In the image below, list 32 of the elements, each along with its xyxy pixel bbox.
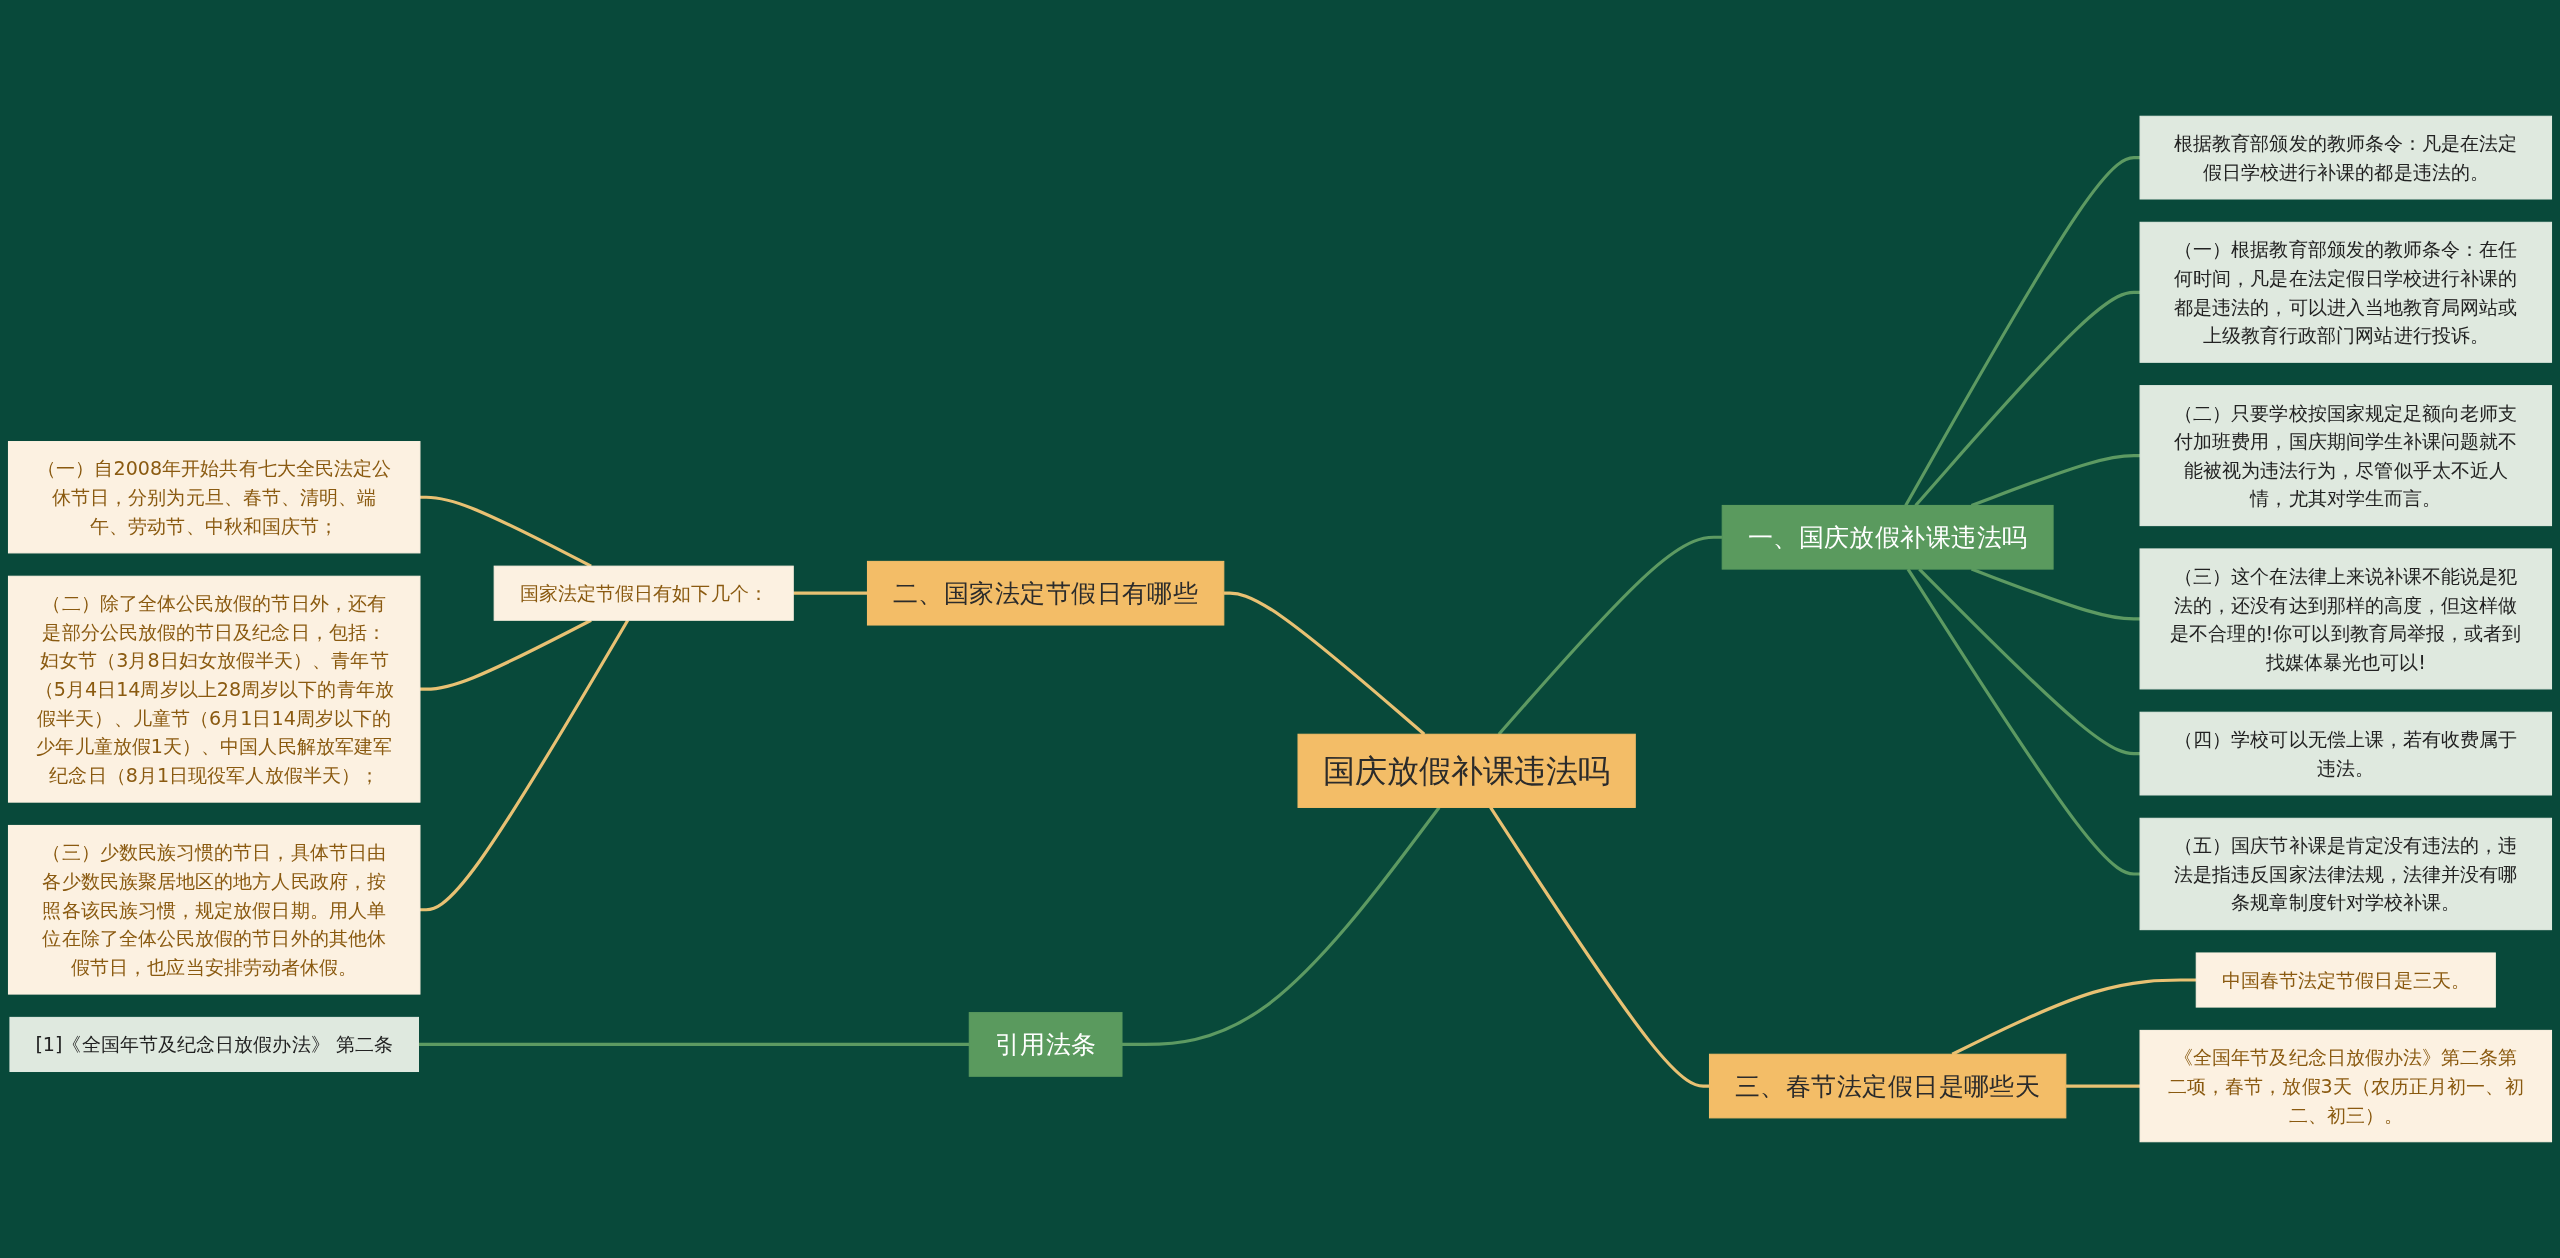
connector: [1904, 156, 2141, 507]
node-box: 《全国年节及纪念日放假办法》第二条第二项，春节，放假3天（农历正月初一、初二、初三）。: [2139, 1029, 2553, 1143]
node-box: 引用法条: [968, 1012, 1123, 1077]
connector: [418, 1042, 970, 1047]
node-box: （五）国庆节补课是肯定没有违法的，违法是指违反国家法律法规，法律并没有哪条规章制度针对学校补课。: [2139, 817, 2553, 931]
node-box: 二、国家法定节假日有哪些: [866, 560, 1225, 626]
connector: [1497, 535, 1723, 736]
connector: [1489, 806, 1710, 1088]
connector: [1951, 978, 2197, 1056]
connector: [1970, 454, 2141, 507]
node-box: [1]《全国年节及纪念日放假办法》 第二条: [9, 1016, 419, 1072]
node-box: 中国春节法定节假日是三天。: [2195, 952, 2496, 1008]
node-box: 国家法定节假日有如下几个：: [493, 565, 794, 621]
connector: [1906, 568, 2141, 876]
node-box: 国庆放假补课违法吗: [1297, 733, 1636, 808]
connector: [419, 619, 630, 912]
node-box: 一、国庆放假补课违法吗: [1721, 504, 2054, 570]
node-box: （四）学校可以无偿上课，若有收费属于违法。: [2139, 711, 2553, 796]
node-box: 根据教育部颁发的教师条令：凡是在法定假日学校进行补课的都是违法的。: [2139, 115, 2553, 200]
node-box: （三）少数民族习惯的节日，具体节日由各少数民族聚居地区的地方人民政府，按照各该民族习惯，规定放假日期。用人单位在除了全体公民放假的节日外的其他休假节日，也应当安排劳动者休假。: [7, 824, 421, 995]
connector: [2065, 1084, 2141, 1088]
connector: [419, 495, 592, 568]
connector: [1914, 290, 2141, 507]
connector: [793, 591, 868, 595]
connector: [1122, 806, 1441, 1047]
node-box: （三）这个在法律上来说补课不能说是犯法的，还没有达到那样的高度，但这样做是不合理的!你可以到教育局举报，或者到找媒体暴光也可以!: [2139, 548, 2553, 690]
node-box: （一）根据教育部颁发的教师条令：在任何时间，凡是在法定假日学校进行补课的都是违法的，可以进入当地教育局网站或上级教育行政部门网站进行投诉。: [2139, 221, 2553, 363]
connector: [1223, 591, 1426, 736]
node-box: （二）除了全体公民放假的节日外，还有是部分公民放假的节日及纪念日，包括：妇女节（3月8日妇女放假半天）、青年节（5月4日14周岁以上28周岁以下的青年放假半天）、儿童节（6月1日14周岁以下的少年儿童放假1天）、中国人民解放军建军纪念日（8月1日现役军人放假半天）；: [7, 575, 421, 803]
node-box: （二）只要学校按国家规定足额向老师支付加班费用，国庆期间学生补课问题就不能被视为违法行为，尽管似乎太不近人情，尤其对学生而言。: [2139, 385, 2553, 527]
node-box: 三、春节法定假日是哪些天: [1708, 1053, 2067, 1119]
node-box: （一）自2008年开始共有七大全民法定公休节日，分别为元旦、春节、清明、端午、劳动节、中秋和国庆节；: [7, 441, 421, 554]
